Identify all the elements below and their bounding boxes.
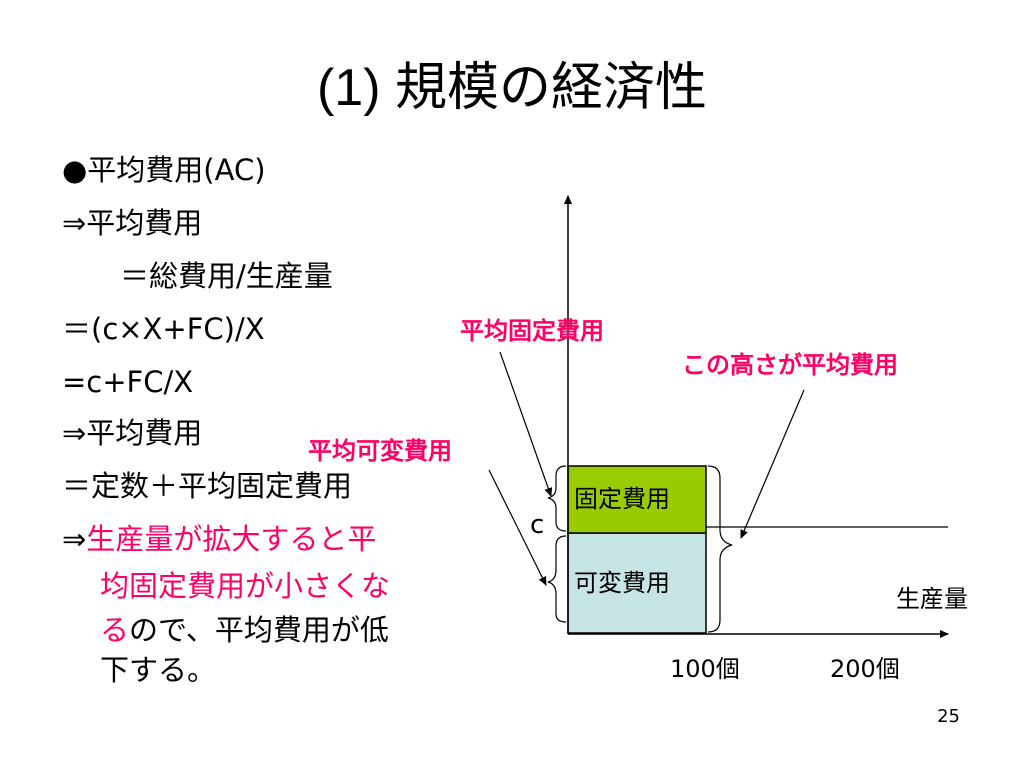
page-title: (1) 規模の経済性 <box>316 59 707 117</box>
bullet-avg-cost: ⇒平均費用 <box>62 206 203 240</box>
conclusion-line-4: 下する。 <box>100 653 217 687</box>
tick-label-200: 200個 <box>830 655 900 683</box>
variable-cost-label: 可変費用 <box>574 569 670 597</box>
conclusion-rest-3: ので、平均費用が低 <box>129 613 389 647</box>
arrow-avg-variable-cost <box>488 469 547 586</box>
callout-avg-variable-cost: 平均可変費用 <box>308 437 452 465</box>
fixed-cost-brace <box>547 465 567 532</box>
conclusion-line-3: るので、平均費用が低 <box>100 610 389 650</box>
conclusion-highlight-3: る <box>100 613 130 647</box>
callout-height-avg-cost: この高さが平均費用 <box>682 351 898 379</box>
page-number: 25 <box>937 706 960 727</box>
c-label: c <box>530 510 545 540</box>
bullet-formula-expanded: ＝(c×X+FC)/X <box>62 312 265 346</box>
conclusion-line-1: ⇒生産量が拡大すると平 <box>62 519 376 559</box>
x-axis-label: 生産量 <box>896 585 968 613</box>
bullet-total-over-output: ＝総費用/生産量 <box>120 259 333 293</box>
bullet-avg-cost-2: ⇒平均費用 <box>62 416 203 450</box>
bullet-ac-heading: ●平均費用(AC) <box>62 153 266 187</box>
conclusion-highlight-1: 生産量が拡大すると平 <box>86 522 377 556</box>
arrow-avg-fixed-cost <box>499 351 553 497</box>
fixed-cost-box <box>567 465 707 534</box>
arrow-height-avg-cost <box>740 389 805 539</box>
callout-avg-fixed-cost: 平均固定費用 <box>460 317 604 345</box>
bullet-constant-plus-afc: ＝定数＋平均固定費用 <box>62 469 353 503</box>
bullet-formula-simplified: =c+FC/X <box>62 365 194 399</box>
implies-arrow: ⇒ <box>62 522 87 556</box>
total-height-brace <box>707 465 733 633</box>
fixed-cost-label: 固定費用 <box>574 485 670 513</box>
variable-cost-brace <box>547 535 567 623</box>
conclusion-line-2: 均固定費用が小さくな <box>100 569 391 603</box>
tick-label-100: 100個 <box>670 655 740 683</box>
